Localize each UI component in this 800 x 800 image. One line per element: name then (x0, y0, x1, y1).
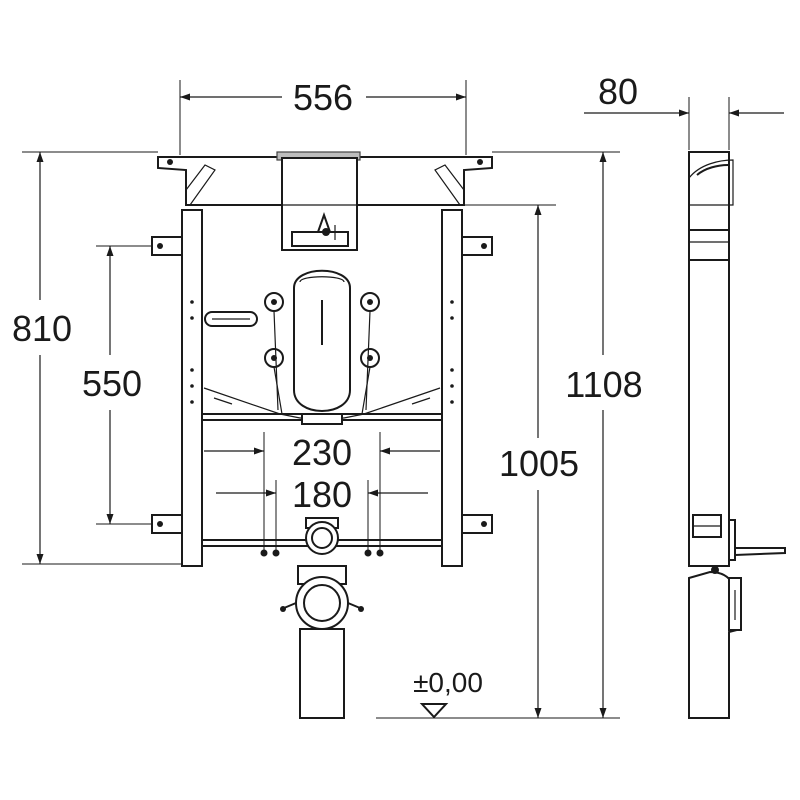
label-bolt-spacing-inner: 180 (292, 474, 352, 515)
waste-pipe (280, 565, 364, 719)
label-frame-height: 810 (12, 308, 72, 349)
wall-bracket-lower-left (151, 514, 183, 534)
drain-connector (305, 517, 339, 555)
label-bracket-spacing: 550 (82, 363, 142, 404)
top-plate-hole-right (477, 159, 483, 165)
stud-bolts (264, 292, 380, 415)
label-side-depth: 80 (598, 71, 638, 112)
right-post (441, 209, 463, 567)
front-view (151, 151, 493, 719)
cistern-box (276, 151, 361, 251)
side-frame (688, 151, 730, 567)
wall-bracket-upper-right (461, 236, 493, 256)
dimension-lines (36, 93, 784, 719)
label-outlet-height: 1005 (499, 443, 579, 484)
bowl-fixing-plate (204, 269, 351, 412)
label-frame-width: 556 (293, 77, 353, 118)
top-plate-hole-left (167, 159, 173, 165)
wall-bracket-lower-right (461, 514, 493, 534)
extension-lines (22, 80, 730, 719)
left-post (181, 209, 203, 567)
wall-bracket-upper-left (151, 236, 183, 256)
label-bolt-spacing-outer: 230 (292, 432, 352, 473)
label-total-height: 1108 (565, 364, 642, 405)
side-view (688, 151, 786, 719)
label-floor-level: ±0,00 (413, 667, 483, 698)
dimension-labels: 556 80 810 550 1108 1005 230 180 ±0,00 (12, 71, 643, 698)
